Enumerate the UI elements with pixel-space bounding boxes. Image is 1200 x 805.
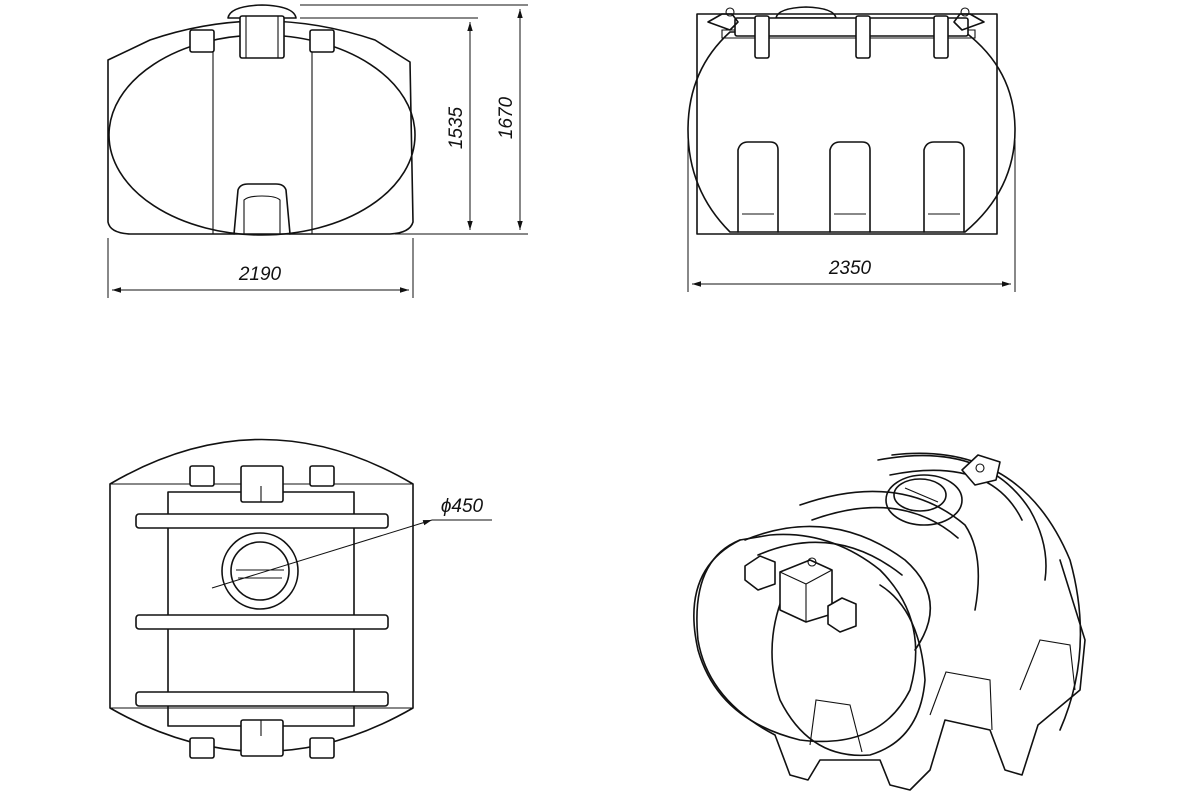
side-tank-body xyxy=(687,31,1016,233)
front-tank-ellipse xyxy=(108,34,416,236)
iso-hatch-inner xyxy=(893,478,947,512)
dim-label-1535: 1535 xyxy=(446,106,467,149)
front-bottom-foot xyxy=(233,183,291,235)
side-post-1 xyxy=(754,15,770,59)
iso-strap-1 xyxy=(744,525,932,651)
side-foot-1 xyxy=(737,141,779,233)
dim-leader-450 xyxy=(211,519,433,589)
iso-lug-mid xyxy=(827,597,857,633)
iso-strap-2 xyxy=(799,490,980,611)
front-top-lug-right xyxy=(309,29,335,53)
top-strap-1 xyxy=(135,513,389,529)
dim-label-450: ϕ450 xyxy=(441,496,484,517)
side-foot-2 xyxy=(829,141,871,233)
side-top-rail xyxy=(734,17,969,37)
front-outer-profile xyxy=(107,20,414,235)
top-hatch-outer xyxy=(221,532,299,610)
dim-label-2350: 2350 xyxy=(828,258,872,279)
side-post-3 xyxy=(933,15,949,59)
iso-lug-left xyxy=(744,555,776,591)
top-lug-3 xyxy=(189,737,215,759)
iso-far-end xyxy=(891,452,1082,731)
top-bracket-lower xyxy=(240,719,284,757)
isometric-view xyxy=(693,452,1086,791)
iso-lug-right xyxy=(961,454,1001,486)
front-view: 1535 1670 2190 xyxy=(107,4,528,298)
side-lug-left xyxy=(707,13,739,31)
side-view: 2350 xyxy=(687,6,1016,292)
dim-label-1670: 1670 xyxy=(496,96,517,139)
side-lug-right xyxy=(953,13,985,31)
front-top-lug-left xyxy=(189,29,215,53)
side-post-2 xyxy=(855,15,871,59)
top-lug-1 xyxy=(189,465,215,487)
iso-hatch-outer xyxy=(885,474,963,526)
top-strap-3 xyxy=(135,691,389,707)
top-lug-2 xyxy=(309,465,335,487)
dim-label-2190: 2190 xyxy=(238,264,282,285)
top-bracket-upper xyxy=(240,465,284,503)
iso-strap-3 xyxy=(877,454,1047,581)
top-view: ϕ450 xyxy=(109,438,492,759)
side-frame xyxy=(696,13,998,235)
iso-body-silhouette xyxy=(696,539,1086,791)
iso-near-end xyxy=(693,533,917,743)
top-lug-4 xyxy=(309,737,335,759)
front-hatch xyxy=(227,4,297,19)
top-hatch-inner xyxy=(230,541,290,601)
front-top-bracket xyxy=(239,15,285,59)
side-hatch xyxy=(775,6,837,19)
top-strap-2 xyxy=(135,614,389,630)
side-foot-3 xyxy=(923,141,965,233)
